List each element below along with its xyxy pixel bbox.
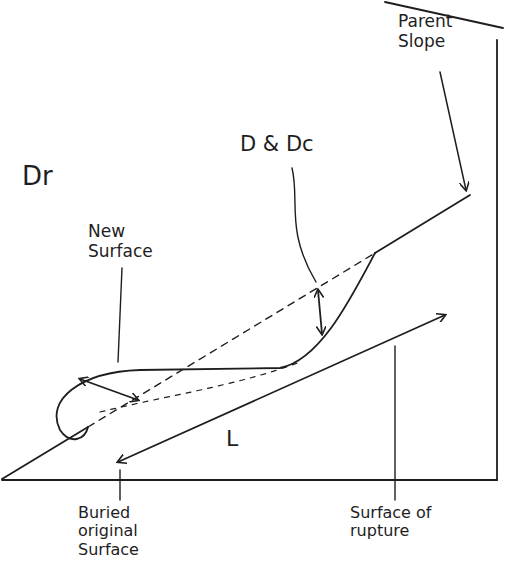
buried-surface — [88, 253, 375, 427]
part-label: Parent Slope — [398, 12, 478, 51]
depth-arrow — [318, 290, 322, 334]
dashed-curve — [100, 362, 300, 412]
leader-arrow — [440, 72, 466, 190]
part-label: New Surface — [88, 222, 178, 261]
leader-line — [292, 168, 316, 282]
dimension-label: D & Dc — [240, 132, 350, 156]
slope-line — [2, 427, 88, 479]
part-label: Surface of rupture — [350, 504, 450, 541]
frame-line — [496, 40, 498, 480]
dimension-label: Dr — [22, 162, 82, 192]
depth-arrow — [80, 379, 138, 400]
leader-line — [118, 268, 122, 362]
slope-line — [375, 195, 470, 253]
leader-line — [119, 470, 120, 500]
base-line — [2, 479, 497, 481]
dimension-label: L — [226, 426, 256, 451]
leader-line — [394, 346, 395, 500]
new-surface — [57, 253, 375, 439]
part-label: Buried original Surface — [78, 504, 170, 559]
length-arrow — [118, 315, 445, 462]
